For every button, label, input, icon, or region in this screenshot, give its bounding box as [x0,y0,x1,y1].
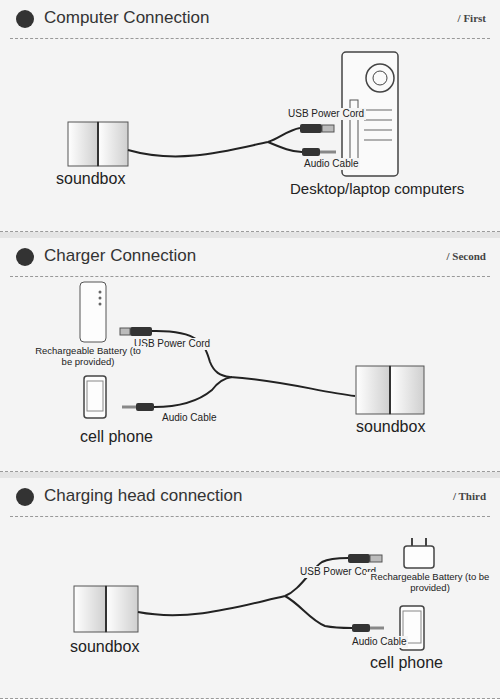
step-icon [16,248,34,266]
cable-label: Audio Cable [302,158,360,170]
header-rule [10,38,490,39]
cable-label: Audio Cable [160,412,218,424]
step-icon [16,488,34,506]
charger-figure [404,538,434,568]
phone-figure [84,376,106,418]
device-label: cell phone [368,654,445,672]
device-label: Rechargeable Battery (to be provided) [30,346,146,368]
header-rule [10,516,490,517]
device-label: cell phone [78,428,155,446]
soundbox-figure [74,586,138,632]
device-label: Desktop/laptop computers [288,180,466,197]
device-label: soundbox [354,418,427,436]
soundbox-figure [68,122,128,166]
panel-title: Charger Connection [44,246,196,266]
soundbox-figure [356,366,424,414]
device-label: soundbox [54,170,127,188]
step-number: / Second [447,250,486,262]
header-rule [10,276,490,277]
device-label: soundbox [68,638,141,656]
battery-figure [80,282,106,342]
panel-title: Charging head connection [44,486,242,506]
cable-label: Audio Cable [350,636,408,648]
cable-label: USB Power Cord [286,108,366,120]
step-number: / Third [453,490,486,502]
panel-title: Computer Connection [44,8,209,28]
step-icon [16,10,34,28]
step-number: / First [458,12,486,24]
device-label: Rechargeable Battery (to be provided) [366,572,494,594]
